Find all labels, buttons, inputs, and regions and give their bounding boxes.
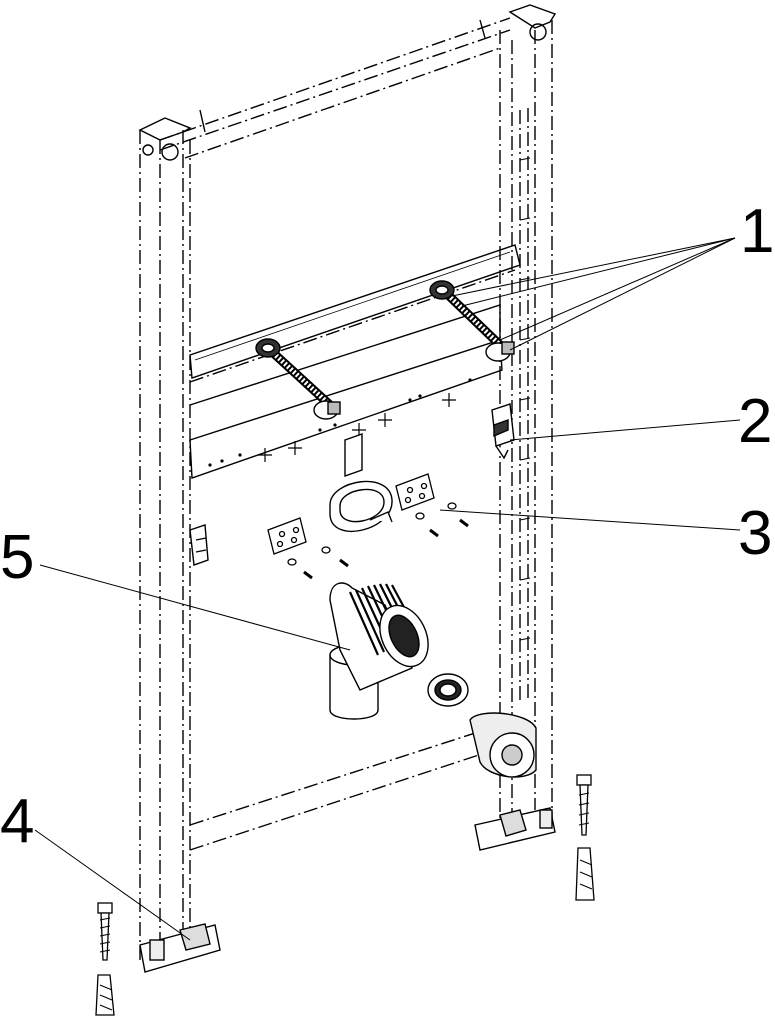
drain-elbow [329, 582, 537, 778]
leader-lines [34, 237, 741, 941]
bracket-clamp [329, 433, 393, 532]
anchor-bolts [95, 774, 595, 1016]
callout-5: 5 [0, 523, 34, 592]
callout-3: 3 [738, 499, 772, 568]
mounting-plates [267, 473, 469, 580]
callout-1: 1 [740, 197, 774, 266]
callout-4: 4 [0, 787, 34, 856]
threaded-rods [255, 280, 515, 420]
callout-2: 2 [738, 387, 772, 456]
feet [139, 807, 556, 973]
frame [138, 4, 557, 960]
wall-bracket [491, 403, 515, 460]
